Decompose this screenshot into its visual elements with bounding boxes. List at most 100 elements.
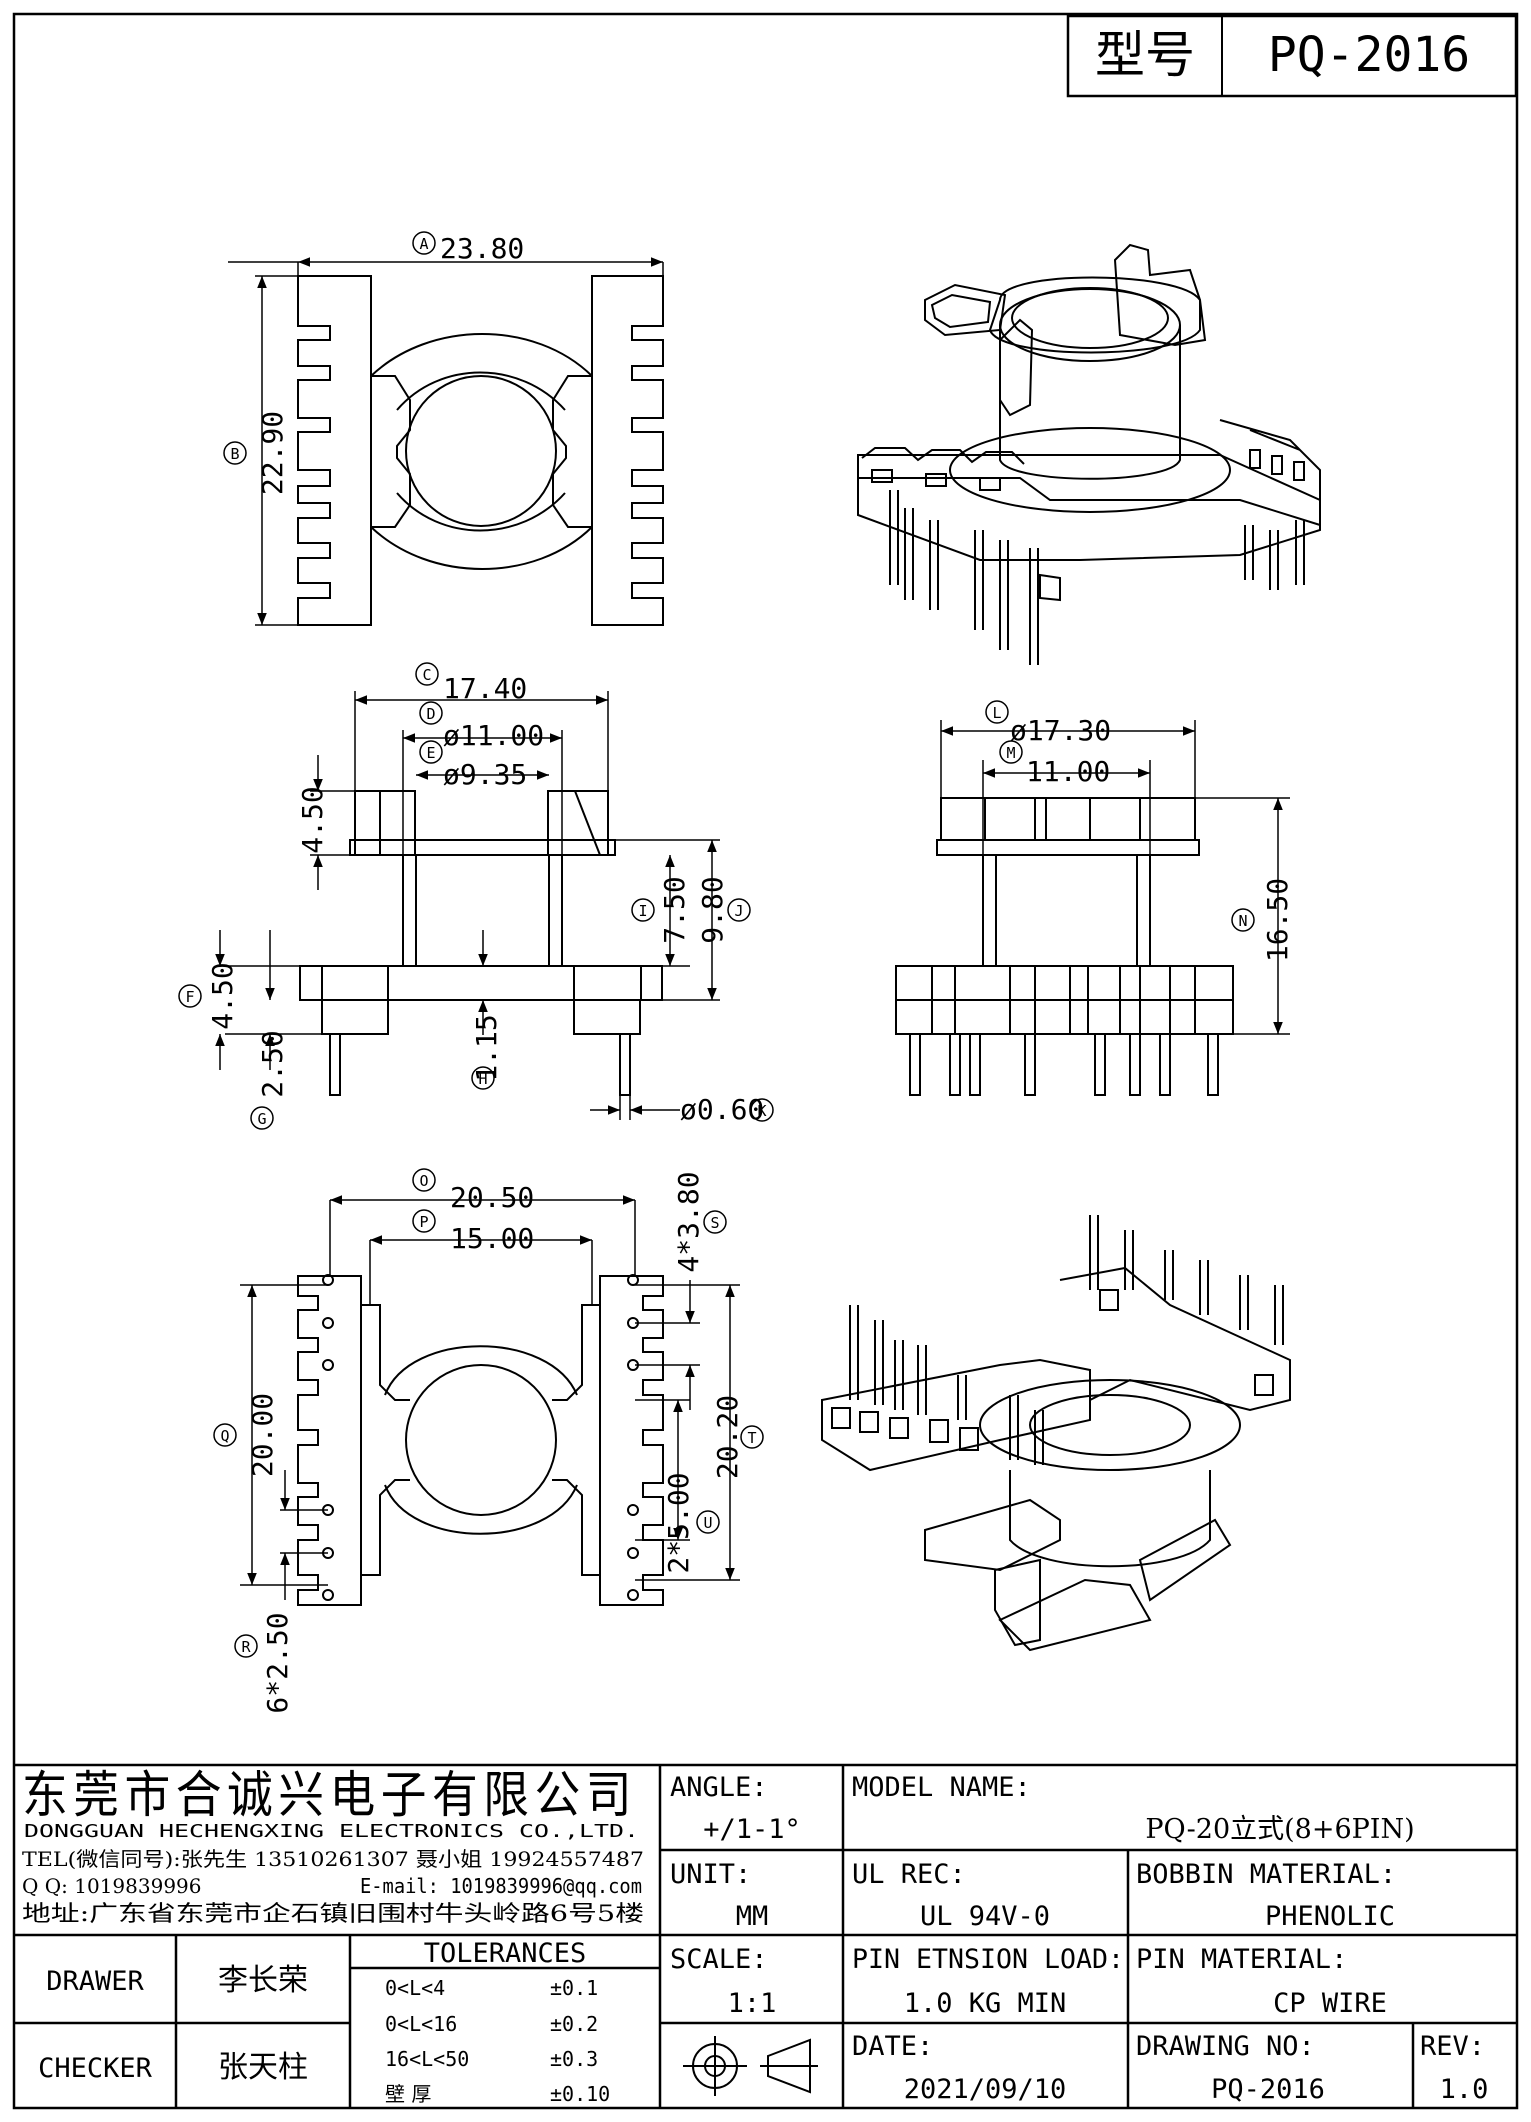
svg-text:G: G: [257, 1110, 266, 1128]
company-block: 东莞市合诚兴电子有限公司 DONGGUAN HECHENGXING ELECTR…: [22, 1766, 644, 1927]
tol-range-3: 16<L<50: [385, 2047, 469, 2071]
svg-text:U: U: [703, 1514, 712, 1532]
svg-text:C: C: [422, 666, 431, 684]
svg-text:K: K: [757, 1102, 766, 1120]
model-number-box: 型号 PQ-2016: [1066, 14, 1518, 98]
drawer-label: DRAWER: [46, 1966, 144, 1997]
svg-text:J: J: [734, 902, 743, 920]
checker-label: CHECKER: [38, 2053, 153, 2084]
side-view-dims: [940, 720, 1290, 1035]
svg-text:4.50: 4.50: [296, 786, 329, 853]
tol-value-1: ±0.1: [550, 1976, 598, 2000]
svg-text:4*3.80: 4*3.80: [672, 1171, 705, 1272]
ul-label: UL REC:: [852, 1859, 966, 1890]
people-block: DRAWER 李长荣 CHECKER 张天柱: [38, 1963, 308, 2085]
iso-view-bottom: [821, 1215, 1291, 1652]
dim-p: P 15.00: [412, 1209, 534, 1255]
front-view: [299, 790, 663, 1096]
top-view-dims: [228, 257, 664, 626]
svg-text:ø0.60: ø0.60: [680, 1093, 764, 1126]
bottom-view: [297, 1274, 664, 1606]
dim-o: O 20.50: [412, 1168, 534, 1214]
svg-text:H: H: [478, 1070, 487, 1088]
bobbin-label: BOBBIN MATERIAL:: [1136, 1859, 1396, 1890]
svg-text:11.00: 11.00: [1026, 755, 1110, 788]
date-value: 2021/09/10: [904, 2074, 1067, 2105]
svg-text:2*5.00: 2*5.00: [662, 1472, 695, 1573]
title-block-grid: [14, 1763, 1517, 2108]
tolerances-block: TOLERANCES 0<L<4 ±0.1 0<L<16 ±0.2 16<L<5…: [385, 1938, 610, 2106]
dim-e: E ø9.35: [419, 740, 527, 791]
tol-value-3: ±0.3: [550, 2047, 598, 2071]
svg-text:17.40: 17.40: [443, 672, 527, 705]
dim-top-flange: 4.50: [296, 786, 329, 853]
dim-k: ø0.60 K: [680, 1093, 774, 1126]
angle-label: ANGLE:: [670, 1772, 768, 1803]
svg-text:23.80: 23.80: [440, 232, 524, 265]
svg-text:P: P: [419, 1213, 428, 1231]
drawer-value: 李长荣: [218, 1963, 308, 1998]
svg-text:22.90: 22.90: [256, 411, 289, 495]
svg-text:F: F: [185, 988, 194, 1006]
svg-text:7.50: 7.50: [658, 876, 691, 943]
model-label: 型号: [1095, 26, 1195, 84]
model-value: PQ-2016: [1268, 27, 1470, 83]
drawing-no-value: PQ-2016: [1211, 2074, 1325, 2105]
svg-text:6*2.50: 6*2.50: [261, 1612, 294, 1713]
company-name-cn: 东莞市合诚兴电子有限公司: [22, 1766, 637, 1824]
svg-text:T: T: [747, 1429, 756, 1447]
svg-text:20.20: 20.20: [711, 1395, 744, 1479]
front-view-dims: [215, 691, 720, 1120]
svg-text:15.00: 15.00: [450, 1222, 534, 1255]
dim-g: G 2.50: [250, 1030, 289, 1130]
tol-range-1: 0<L<4: [385, 1976, 445, 2000]
iso-view-top: [857, 243, 1321, 665]
svg-text:N: N: [1238, 912, 1247, 930]
tol-value-2: ±0.2: [550, 2012, 598, 2036]
company-qq: Q Q: 1019839996: [22, 1874, 202, 1898]
svg-text:4.50: 4.50: [206, 962, 239, 1029]
dim-i: I 7.50: [631, 876, 691, 944]
dim-s: S 4*3.80: [672, 1171, 727, 1273]
top-view: [297, 275, 664, 626]
dim-r: R 6*2.50: [234, 1612, 294, 1714]
dim-q: Q 20.00: [213, 1393, 279, 1477]
pin-material-label: PIN MATERIAL:: [1136, 1944, 1347, 1975]
bottom-view-dims: [240, 1195, 740, 1600]
pin-load-label: PIN ETNSION LOAD:: [852, 1944, 1124, 1975]
svg-text:16.50: 16.50: [1261, 878, 1294, 962]
company-address: 地址:广东省东莞市企石镇旧围村牛头岭路6号5楼: [22, 1902, 644, 1927]
side-view: [895, 797, 1234, 1096]
company-name-en: DONGGUAN HECHENGXING ELECTRONICS CO.,LTD…: [24, 1821, 639, 1842]
scale-label: SCALE:: [670, 1944, 768, 1975]
svg-text:S: S: [710, 1214, 719, 1232]
dim-a: A 23.80: [412, 231, 524, 265]
svg-text:O: O: [419, 1172, 428, 1190]
ul-value: UL 94V-0: [920, 1901, 1050, 1932]
svg-text:2.50: 2.50: [256, 1030, 289, 1097]
svg-text:Q: Q: [220, 1427, 229, 1445]
company-email: E-mail: 1019839996@qq.com: [360, 1874, 642, 1898]
svg-text:R: R: [241, 1638, 251, 1656]
dim-d: D ø11.00: [419, 701, 544, 752]
pin-material-value: CP WIRE: [1273, 1988, 1387, 2019]
svg-text:ø11.00: ø11.00: [443, 719, 544, 752]
date-label: DATE:: [852, 2031, 933, 2062]
model-name-label: MODEL NAME:: [852, 1772, 1031, 1803]
svg-text:E: E: [426, 744, 435, 762]
svg-text:20.50: 20.50: [450, 1181, 534, 1214]
spec-cells: ANGLE: +/1-1° UNIT: MM SCALE: 1:1 MODEL …: [670, 1772, 1488, 2105]
rev-value: 1.0: [1440, 2074, 1489, 2105]
sheet-border: [12, 12, 1519, 2110]
dim-f: F 4.50: [178, 962, 239, 1030]
angle-value: +/1-1°: [703, 1814, 801, 1845]
model-name-value: PQ-20立式(8+6PIN): [1145, 1814, 1414, 1845]
dim-h: H 1.15: [470, 1014, 503, 1090]
projection-symbol-icon: [683, 2036, 818, 2096]
drawing-no-label: DRAWING NO:: [1136, 2031, 1315, 2062]
tol-range-2: 0<L<16: [385, 2012, 457, 2036]
company-tel: TEL(微信同号):张先生 13510261307 聂小姐 1992455748…: [22, 1847, 644, 1871]
svg-text:ø17.30: ø17.30: [1010, 714, 1111, 747]
dim-u: U 2*5.00: [662, 1472, 720, 1574]
